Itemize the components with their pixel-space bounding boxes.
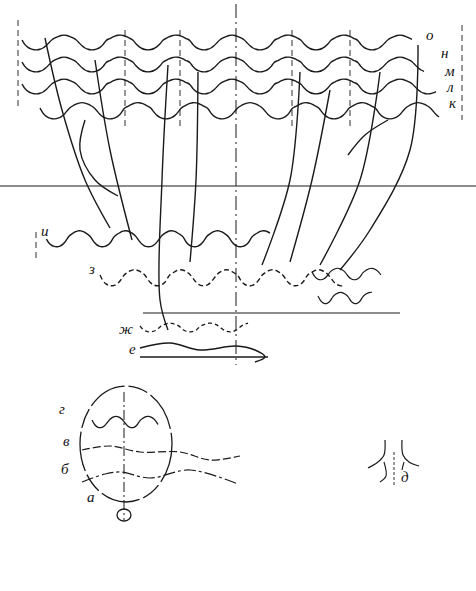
stage-letter: б [60,462,70,477]
stage-letter: в [62,434,71,449]
suture-line [45,38,110,228]
stage-letter: о [425,28,435,43]
suture-line [348,120,388,155]
stage-letter: н [440,46,449,61]
suture-line [82,446,240,460]
whorl-outline [80,386,172,502]
suture-line [80,120,118,196]
suture-line [100,270,343,286]
stage-letter: к [448,96,457,111]
suture-line [190,72,198,262]
suture-line [92,416,158,427]
suture-line [22,57,424,72]
stage-divider [0,185,476,186]
suture-line [318,292,372,303]
suture-line [95,60,132,240]
stage-letter: з [88,262,96,277]
stage-letter: а [86,490,96,505]
stage-divider [140,356,268,358]
umbilical-seam [462,25,463,120]
stage-letter: л [446,80,455,95]
suture-line [22,79,436,94]
suture-line [22,35,412,50]
suture-line [340,45,418,270]
umbilical-seam [18,20,19,110]
lobe-detail [394,452,395,486]
protoconch [117,509,131,521]
lobe-detail [380,462,386,482]
umbilical-seam [36,232,37,262]
siphonal-axis [124,392,125,520]
stage-letter: г [58,402,66,417]
suture-line [290,90,330,262]
lobe-detail [368,440,385,468]
suture-line [312,268,381,279]
stage-letter: м [444,64,456,79]
suture-line [140,343,265,362]
stage-divider [143,312,400,313]
lobe-detail [402,440,419,466]
stage-letter: ж [118,322,134,337]
suture-line [40,103,439,119]
suture-line [159,65,168,330]
stage-letter: е [128,342,137,357]
stage-letter: д [400,470,410,485]
suture-line [262,72,300,265]
suture-line [320,72,380,265]
suture-line [45,231,270,247]
suture-line [82,470,238,484]
suture-line [140,323,248,332]
stage-letter: и [40,224,50,239]
